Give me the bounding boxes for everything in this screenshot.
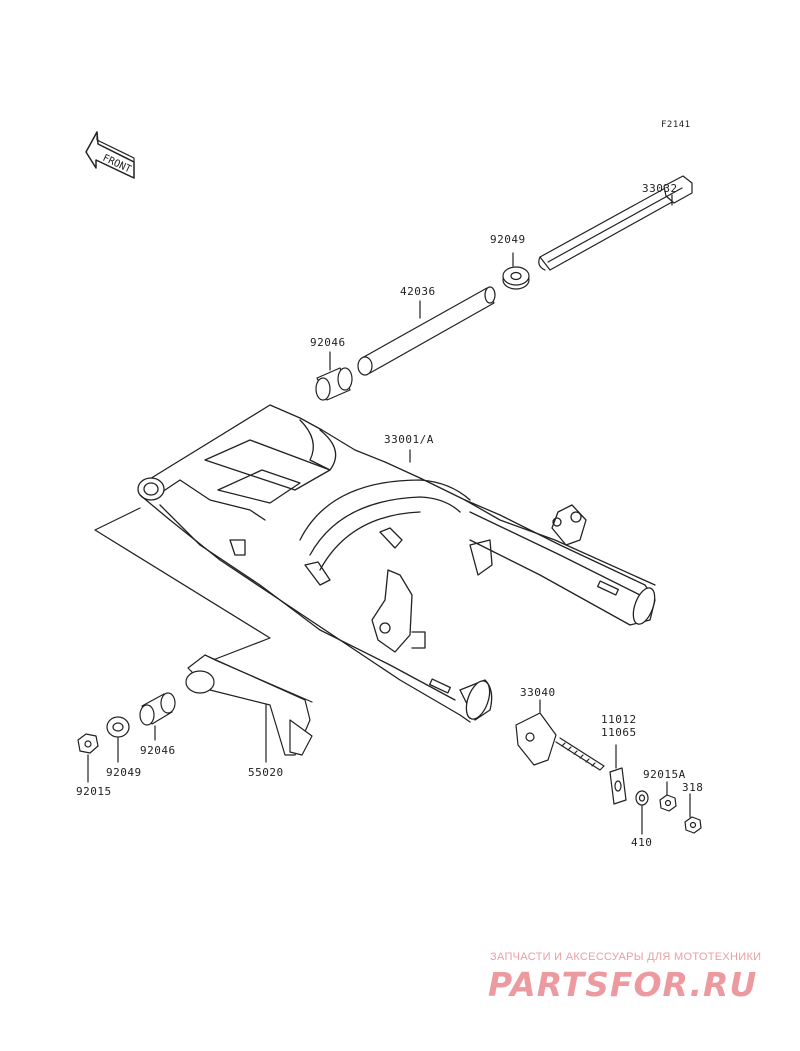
watermark-caption: ЗАПЧАСТИ И АКСЕССУАРЫ ДЛЯ МОТОТЕХНИКИ — [490, 951, 762, 963]
leader-guide-to-pivot — [94, 507, 271, 666]
nut-318 — [684, 816, 702, 834]
swingarm — [137, 404, 656, 723]
washer-410 — [635, 790, 649, 806]
nut-92015a — [659, 794, 677, 812]
figure-code: F2141 — [661, 120, 691, 130]
label-33001: 33001/A — [384, 433, 434, 446]
label-33032: 33032 — [642, 182, 678, 195]
label-92049-upper: 92049 — [490, 233, 526, 246]
label-11012: 11012 — [601, 713, 637, 726]
chain-guide — [185, 654, 313, 756]
label-33040: 33040 — [520, 686, 556, 699]
watermark-brand: PARTSFOR.RU — [488, 965, 758, 1004]
bearing-lower — [139, 692, 176, 726]
sleeve — [357, 286, 496, 376]
label-92046-lower: 92046 — [140, 744, 176, 757]
label-92046-upper: 92046 — [310, 336, 346, 349]
label-318: 318 — [682, 781, 704, 794]
adjuster-plate — [609, 767, 627, 805]
label-42036: 42036 — [400, 285, 436, 298]
label-92049-lower: 92049 — [106, 766, 142, 779]
pivot-shaft — [538, 175, 693, 271]
label-92015a: 92015A — [643, 768, 686, 781]
washer-lower — [106, 716, 130, 738]
nut-lower — [77, 733, 99, 754]
bearing-upper — [315, 367, 353, 401]
chain-adjuster — [515, 712, 605, 771]
label-92015: 92015 — [76, 785, 112, 798]
label-55020: 55020 — [248, 766, 284, 779]
label-11065: 11065 — [601, 726, 637, 739]
washer-upper — [502, 266, 530, 290]
front-arrow-icon: FRONT — [85, 131, 135, 179]
label-410: 410 — [631, 836, 653, 849]
